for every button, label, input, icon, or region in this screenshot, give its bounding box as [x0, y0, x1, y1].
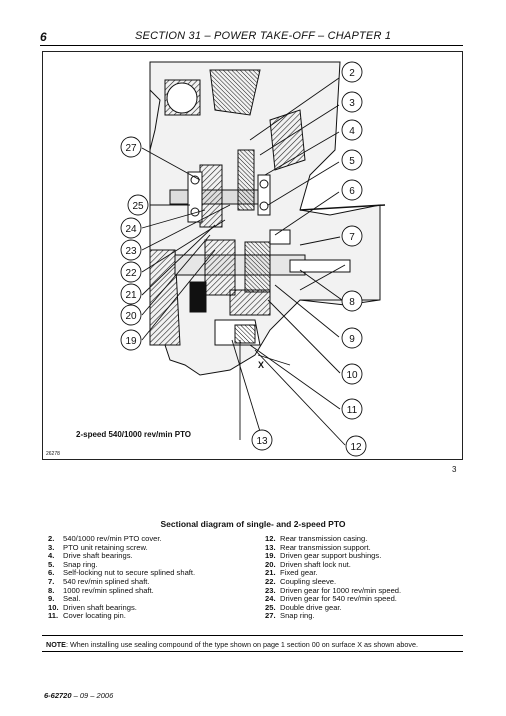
legend-item: 11.Cover locating pin.: [48, 611, 126, 621]
legend-item: 3.PTO unit retaining screw.: [48, 542, 148, 552]
legend-item: 8.1000 rev/min splined shaft.: [48, 585, 154, 595]
callout-4: 4: [341, 119, 363, 141]
housing: [149, 61, 381, 376]
page-number: 6: [40, 30, 47, 44]
svg-text:13: 13: [256, 436, 268, 447]
note-text: : When installing use sealing compound o…: [65, 640, 418, 649]
header-rule: [40, 45, 463, 46]
callout-13: 13: [251, 429, 273, 451]
svg-text:21: 21: [125, 290, 137, 301]
legend-item: 6.Self-locking nut to secure splined sha…: [48, 568, 196, 578]
callout-25: 25: [127, 194, 149, 216]
legend-item: 19.Driven gear support bushings.: [265, 551, 382, 561]
callout-21: 21: [120, 283, 142, 305]
legend-item: 9.Seal.: [48, 594, 81, 604]
legend-item: 21.Fixed gear.: [265, 568, 318, 578]
svg-text:7: 7: [349, 232, 355, 243]
callout-group: 2 3 4 5 6 7 8 9 10 11 12 13 19 20 21 22 …: [120, 61, 367, 457]
legend-item: 23.Driven gear for 1000 rev/min speed.: [265, 585, 402, 595]
svg-text:6: 6: [349, 186, 355, 197]
svg-text:12: 12: [350, 442, 362, 453]
callout-12: 12: [345, 435, 367, 457]
installation-note: NOTE: When installing use sealing compou…: [46, 640, 418, 649]
callout-22: 22: [120, 261, 142, 283]
svg-text:11: 11: [347, 405, 358, 416]
svg-text:5: 5: [349, 156, 355, 167]
note-label: NOTE: [46, 640, 66, 649]
legend-item: 27.Snap ring.: [265, 611, 315, 621]
legend-item: 24.Driven gear for 540 rev/min speed.: [265, 594, 397, 604]
callout-9: 9: [341, 327, 363, 349]
svg-text:27: 27: [125, 143, 137, 154]
svg-text:19: 19: [125, 336, 137, 347]
callout-20: 20: [120, 304, 142, 326]
note-rule-bottom: [42, 651, 463, 652]
callout-5: 5: [341, 149, 363, 171]
svg-text:9: 9: [349, 334, 355, 345]
legend-left-column: 2.540/1000 rev/min PTO cover. 3.PTO unit…: [48, 534, 196, 621]
callout-24: 24: [120, 217, 142, 239]
callout-10: 10: [341, 363, 363, 385]
legend-item: 4.Drive shaft bearings.: [48, 551, 133, 561]
callout-19: 19: [120, 329, 142, 351]
leader-lines: [141, 77, 346, 446]
legend-item: 20.Driven shaft lock nut.: [265, 559, 351, 569]
svg-text:22: 22: [125, 268, 137, 279]
callout-3: 3: [341, 91, 363, 113]
figure-frame: [42, 51, 463, 460]
svg-text:10: 10: [346, 370, 358, 381]
callout-7: 7: [341, 225, 363, 247]
legend-item: 12.Rear transmission casing.: [265, 534, 368, 543]
surface-x-label: X: [258, 360, 264, 370]
callout-2: 2: [341, 61, 363, 83]
legend-item: 2.540/1000 rev/min PTO cover.: [48, 534, 162, 543]
svg-text:25: 25: [132, 201, 144, 212]
callout-8: 8: [341, 290, 363, 312]
doc-number: 6-62720: [44, 691, 72, 700]
callout-27: 27: [120, 136, 142, 158]
callout-6: 6: [341, 179, 363, 201]
footer: 6-62720 – 09 – 2006: [44, 691, 113, 700]
legend-item: 25.Double drive gear.: [265, 602, 342, 612]
svg-text:3: 3: [349, 98, 355, 109]
figure-caption: 2-speed 540/1000 rev/min PTO: [76, 430, 192, 439]
svg-text:24: 24: [125, 224, 137, 235]
doc-date: – 09 – 2006: [71, 691, 114, 700]
svg-text:8: 8: [349, 297, 355, 308]
callout-text: 2: [349, 68, 355, 79]
legend-item: 10.Driven shaft bearings.: [48, 602, 137, 612]
svg-text:4: 4: [349, 126, 355, 137]
legend-item: 7.540 rev/min splined shaft.: [48, 576, 150, 586]
legend-title: Sectional diagram of single- and 2-speed…: [160, 519, 346, 529]
legend-item: 13.Rear transmission support.: [265, 542, 371, 552]
legend-item: 5.Snap ring.: [48, 559, 98, 569]
section-header-title: SECTION 31 – POWER TAKE-OFF – CHAPTER 1: [135, 30, 392, 42]
note-rule-top: [42, 635, 463, 636]
legend-right-column: 12.Rear transmission casing. 13.Rear tra…: [265, 534, 402, 621]
callout-23: 23: [120, 239, 142, 261]
legend-item: 22.Coupling sleeve.: [265, 576, 337, 586]
figure-number: 3: [452, 465, 457, 474]
svg-text:20: 20: [125, 311, 137, 322]
svg-text:23: 23: [125, 246, 137, 257]
figure-code: 26278: [46, 451, 60, 457]
drive-shaft-assembly: [169, 149, 386, 346]
callout-11: 11: [341, 398, 363, 420]
